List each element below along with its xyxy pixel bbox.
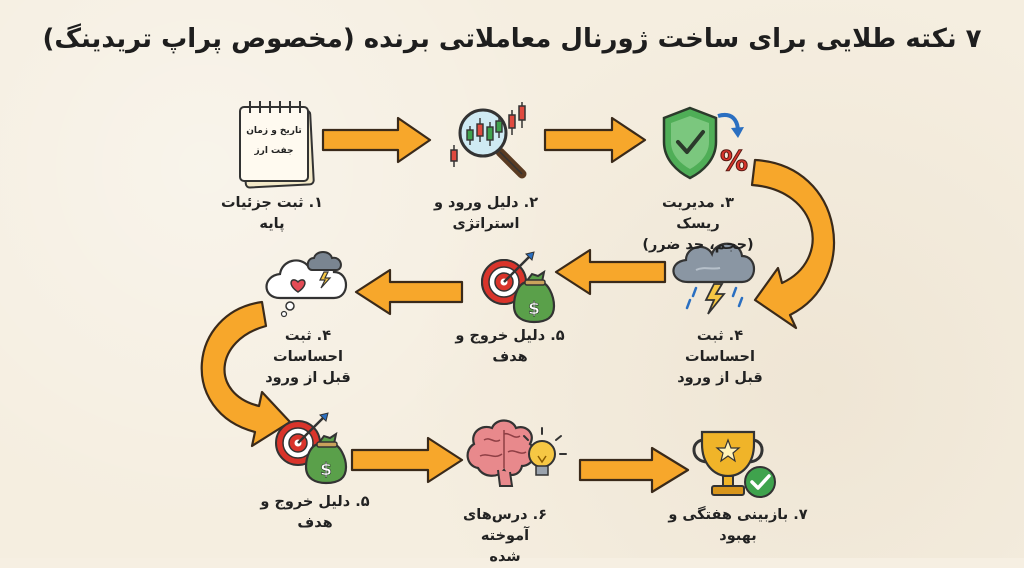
shield-percent-icon: %	[662, 106, 749, 180]
arrow-step2-to-step3	[543, 116, 647, 164]
heart-cloud-icon	[265, 251, 348, 318]
target-moneybag-icon: $	[275, 412, 348, 485]
arrow-step5a-to-step4b	[354, 268, 464, 316]
arrow-step6-to-step7	[578, 446, 690, 494]
step-3-label: ۳. مدیریت ریسک(حجم، حد ضرر)	[642, 195, 754, 254]
notepad-icon: تاریخ و زمان جفت ارز	[239, 101, 315, 189]
svg-text:$: $	[528, 299, 540, 319]
arrow-curve-right	[750, 158, 836, 330]
arrow-step1-to-step2	[321, 116, 432, 164]
step-2-label: ۲. دلیل ورود و استراتژی	[433, 195, 539, 233]
brain-bulb-icon	[466, 419, 567, 487]
target-moneybag-icon: $	[481, 251, 556, 324]
note-line-2: جفت ارز	[253, 146, 293, 156]
arrow-step4a-to-step5a	[554, 248, 667, 296]
page-title: ۷ نکته طلایی برای ساخت ژورنال معاملاتی ب…	[42, 24, 982, 54]
step-1-label: ۱. ثبت جزئیات پایه	[220, 195, 324, 233]
storm-cloud-icon	[672, 242, 756, 315]
svg-text:$: $	[320, 460, 332, 480]
step-7-label: ۷. بازبینی هفتگی و بهبود	[668, 507, 808, 545]
note-line-1: تاریخ و زمان	[246, 126, 301, 136]
svg-text:%: %	[720, 144, 748, 177]
trophy-check-icon	[692, 430, 776, 498]
magnifier-chart-icon	[450, 102, 527, 179]
arrow-curve-left	[200, 300, 292, 448]
arrow-step5b-to-step6	[350, 436, 464, 484]
